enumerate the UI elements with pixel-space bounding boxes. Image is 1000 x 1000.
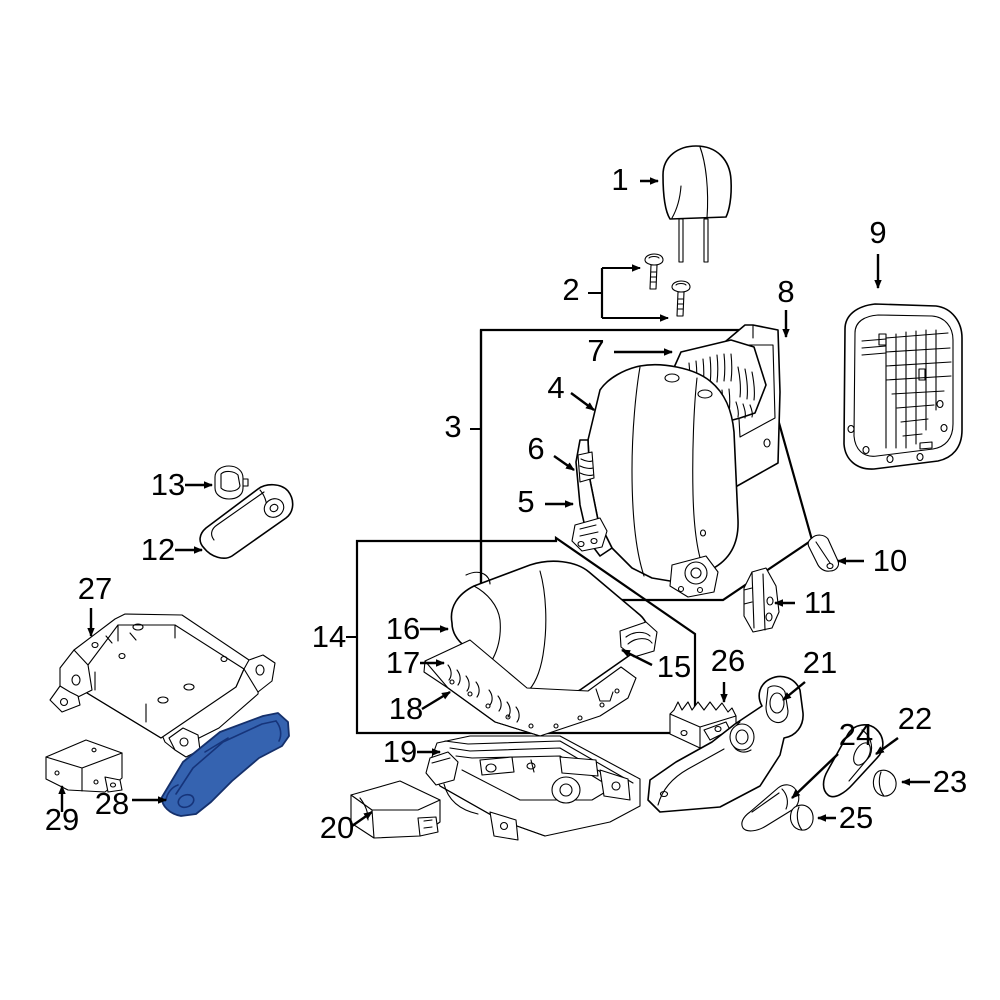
leader-18	[421, 690, 451, 711]
part-recliner-handle	[822, 724, 884, 798]
callout-label-22: 22	[898, 701, 932, 736]
leader-6	[553, 455, 575, 471]
callout-label-5: 5	[517, 484, 534, 519]
callout-label-13: 13	[151, 467, 185, 502]
callout-label-26: 26	[711, 643, 745, 678]
part-seat-back-bracket	[743, 567, 780, 633]
part-airbag-control-module	[45, 739, 123, 793]
callout-label-15: 15	[657, 649, 691, 684]
callout-label-20: 20	[320, 810, 354, 845]
leader-15	[621, 648, 653, 667]
callout-label-19: 19	[383, 734, 417, 769]
part-seat-back-cover	[571, 363, 739, 598]
callout-label-9: 9	[869, 215, 886, 250]
callout-label-1: 1	[611, 162, 628, 197]
callout-label-14: 14	[312, 619, 346, 654]
leader-20	[351, 811, 373, 827]
part-armrest-pivot-cap	[214, 465, 249, 500]
callout-label-3: 3	[444, 409, 461, 444]
callout-label-21: 21	[803, 645, 837, 680]
part-hinge-cover-cap	[807, 534, 840, 572]
group-box-seat-cushion	[355, 535, 697, 735]
callout-label-17: 17	[386, 645, 420, 680]
callout-label-27: 27	[78, 571, 112, 606]
part-headrest	[662, 145, 732, 263]
callout-label-16: 16	[386, 611, 420, 646]
part-armrest	[199, 483, 294, 559]
callout-label-2: 2	[562, 272, 579, 307]
part-headrest-bolts	[644, 253, 691, 317]
part-seat-cushion	[423, 560, 658, 737]
leader-21	[782, 681, 806, 701]
callout-label-4: 4	[547, 370, 564, 405]
callout-label-23: 23	[933, 764, 967, 799]
callout-label-28: 28	[95, 786, 129, 821]
callout-label-18: 18	[389, 691, 423, 726]
leader-lines	[58, 177, 930, 827]
callout-label-24: 24	[839, 717, 873, 752]
callout-label-11: 11	[804, 585, 836, 620]
part-seat-side-cover-outer	[647, 675, 804, 813]
leader-22	[875, 737, 899, 755]
callout-label-10: 10	[873, 543, 907, 578]
part-seat-back-panel	[843, 303, 963, 470]
part-handle-cap-b	[789, 804, 814, 831]
leader-24	[791, 753, 839, 799]
callout-label-12: 12	[141, 532, 175, 567]
callout-label-7: 7	[587, 333, 604, 368]
part-handle-cap-a	[872, 769, 897, 797]
part-track-cover-trim	[350, 780, 441, 839]
part-seat-frame-base	[49, 613, 276, 758]
part-seat-track-adjuster	[425, 735, 641, 841]
callout-label-25: 25	[839, 800, 873, 835]
callout-label-6: 6	[527, 431, 544, 466]
callout-labels: 1 2 3 4 5 6 7 8 9 10 11 12 13 14 15 16 1…	[45, 162, 967, 845]
callout-label-8: 8	[777, 274, 794, 309]
callout-label-29: 29	[45, 802, 79, 837]
leader-4	[570, 392, 595, 411]
